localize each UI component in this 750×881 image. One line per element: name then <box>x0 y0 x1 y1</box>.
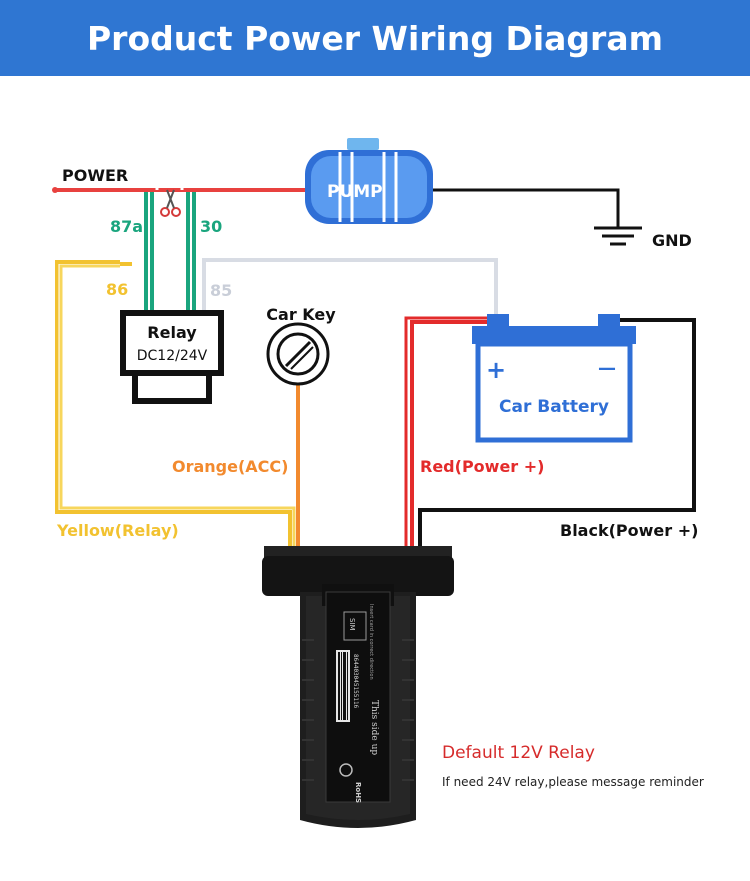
page-title: Product Power Wiring Diagram <box>87 18 663 58</box>
black-wire <box>418 318 696 550</box>
yellow-wire-inner <box>59 264 296 550</box>
car-key-label: Car Key <box>266 305 336 324</box>
relay-wire-30 <box>186 192 196 312</box>
relay-icon <box>120 310 224 404</box>
yellow-wire <box>55 260 292 550</box>
scissors-icon <box>160 189 181 217</box>
car-key-icon <box>266 322 330 386</box>
power-terminal <box>52 187 58 193</box>
white-wire-85 <box>202 258 498 314</box>
device-sim-text: SIM <box>348 618 356 631</box>
device-direction-text: Insert card in correct direction <box>368 604 374 680</box>
pump-label: PUMP <box>327 182 383 202</box>
pin-86-label: 86 <box>106 280 128 299</box>
pin-85-label: 85 <box>210 281 232 300</box>
recycle-icon <box>339 763 353 777</box>
relay-wire-87a <box>144 192 154 312</box>
relay-voltage: DC12/24V <box>137 348 208 364</box>
red-wire-label: Red(Power +) <box>420 457 544 476</box>
relay-title: Relay <box>147 323 197 342</box>
orange-wire-label: Orange(ACC) <box>172 457 288 476</box>
device-side-text: This side up <box>369 700 379 755</box>
gps-tracker-device <box>262 546 454 828</box>
black-wire-label: Black(Power +) <box>560 521 698 540</box>
yellow-wire-label: Yellow(Relay) <box>56 521 179 540</box>
ground-wire <box>430 188 620 228</box>
battery-plus: + <box>486 356 506 384</box>
power-label: POWER <box>62 166 128 185</box>
device-rohs-text: RoHS <box>354 782 362 803</box>
gnd-label: GND <box>652 231 692 250</box>
red-wire-2 <box>404 316 488 550</box>
title-banner: Product Power Wiring Diagram <box>0 0 750 76</box>
barcode <box>336 650 350 722</box>
relay-24v-note: If need 24V relay,please message reminde… <box>442 775 704 789</box>
car-battery-label: Car Battery <box>499 397 609 417</box>
pin-87a-label: 87a <box>110 217 143 236</box>
battery-minus: — <box>598 358 616 379</box>
pin-30-label: 30 <box>200 217 222 236</box>
default-relay-note: Default 12V Relay <box>442 743 595 763</box>
ground-icon <box>594 226 642 246</box>
battery-icon <box>472 314 636 443</box>
white-wire-85-inner <box>200 264 500 312</box>
red-wire <box>410 320 488 550</box>
device-imei-text: 864403045155116 <box>352 654 359 709</box>
pump-icon <box>305 138 433 224</box>
